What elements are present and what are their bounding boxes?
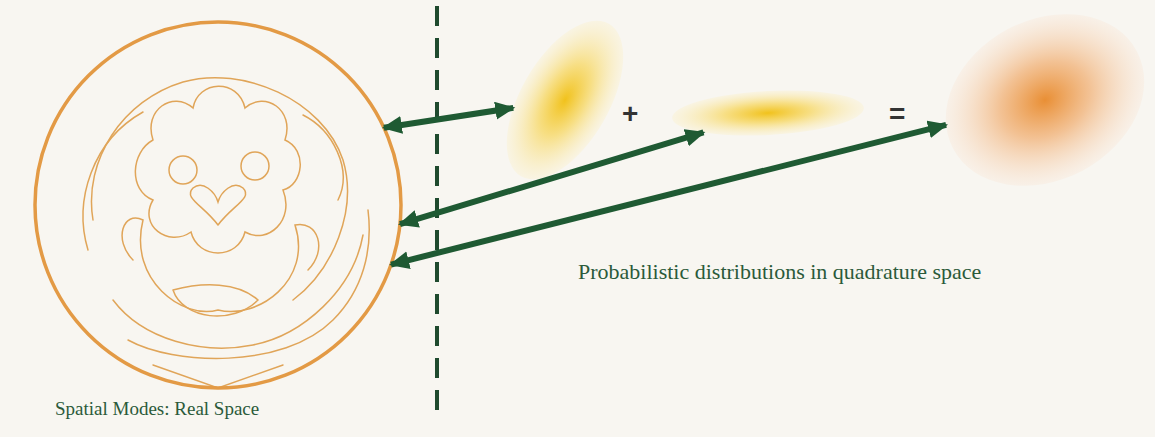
equals-sign: = — [889, 100, 905, 128]
ellipse-fill — [916, 0, 1155, 219]
doodle-line — [241, 152, 269, 180]
doodle-line — [135, 86, 300, 253]
circle-outline — [33, 20, 403, 390]
doodle-line — [91, 78, 347, 300]
ellipse-fill — [483, 2, 647, 198]
doodle-line — [83, 112, 143, 250]
gaussian-ellipse — [938, 8, 1152, 198]
double-arrow — [384, 108, 513, 128]
node-label: Spatial Modes: Real Space — [55, 398, 259, 420]
ellipse-fill — [671, 86, 865, 140]
double-arrow — [400, 132, 703, 224]
gaussian-ellipse — [505, 5, 625, 195]
doodle-line — [113, 235, 363, 348]
doodle-line — [303, 115, 343, 200]
quadrature-distribution — [505, 5, 625, 195]
spatial-mode-circle: Spatial Modes: Real Space — [33, 20, 403, 390]
quadrature-distribution — [668, 83, 868, 143]
plus-sign: + — [622, 100, 638, 128]
caption-note: Probabilistic distributions in quadratur… — [578, 259, 981, 285]
doodle-line — [169, 156, 197, 184]
double-arrow — [391, 125, 946, 265]
doodle-line — [173, 285, 258, 316]
circle-border — [35, 22, 401, 388]
quadrature-distribution — [938, 8, 1152, 198]
gaussian-ellipse — [668, 83, 868, 143]
doodle-line — [153, 365, 283, 388]
doodle-line — [190, 185, 245, 225]
doodle-line — [128, 210, 369, 358]
dashed-divider — [435, 6, 439, 412]
doodle-line — [122, 218, 319, 312]
